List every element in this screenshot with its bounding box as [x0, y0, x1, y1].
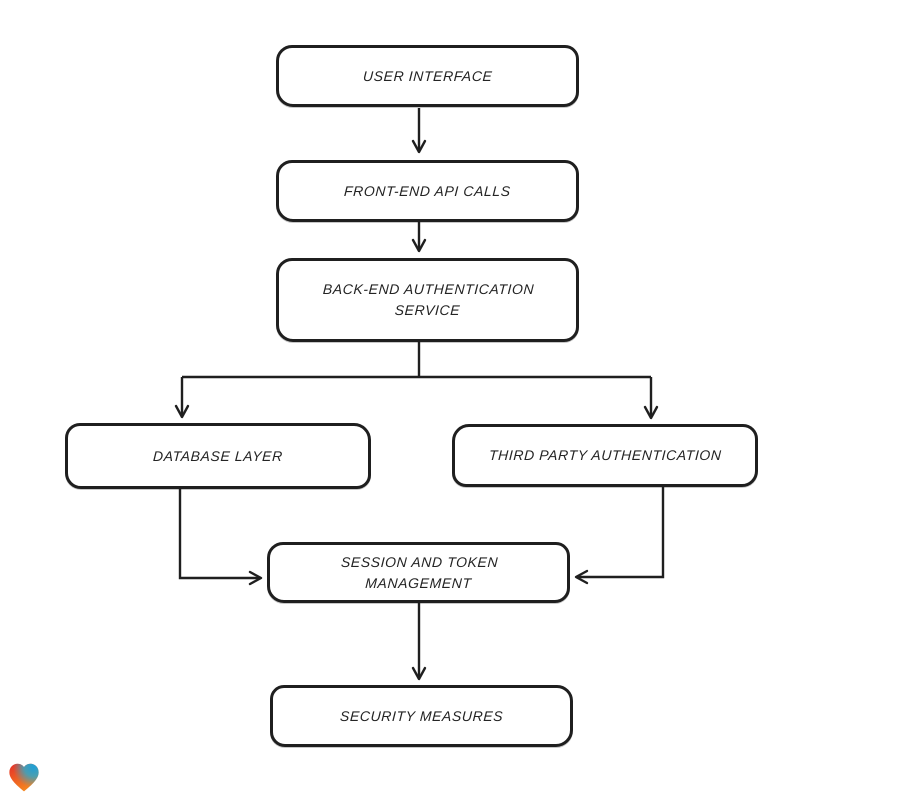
node-security-measures: SECURITY MEASURES [270, 685, 573, 747]
node-session-and-token-management: SESSION AND TOKEN MANAGEMENT [267, 542, 570, 603]
node-label: BACK-END AUTHENTICATION SERVICE [321, 281, 535, 318]
heart-icon [9, 763, 39, 792]
edge-thirdparty-to-session [574, 487, 665, 585]
node-back-end-authentication-service: BACK-END AUTHENTICATION SERVICE [276, 258, 579, 342]
node-label: DATABASE LAYER [152, 447, 284, 464]
node-database-layer: DATABASE LAYER [65, 423, 371, 489]
node-third-party-authentication: THIRD PARTY AUTHENTICATION [452, 424, 758, 487]
edge-database-to-session [178, 489, 263, 586]
node-label: FRONT-END API CALLS [343, 182, 512, 199]
node-label: THIRD PARTY AUTHENTICATION [488, 447, 722, 463]
node-label: USER INTERFACE [362, 67, 493, 84]
node-label: SESSION AND TOKEN MANAGEMENT [340, 553, 499, 591]
node-label: SECURITY MEASURES [339, 707, 504, 724]
heart-logo [7, 761, 41, 795]
node-front-end-api-calls: FRONT-END API CALLS [276, 160, 579, 222]
node-user-interface: USER INTERFACE [276, 45, 579, 107]
